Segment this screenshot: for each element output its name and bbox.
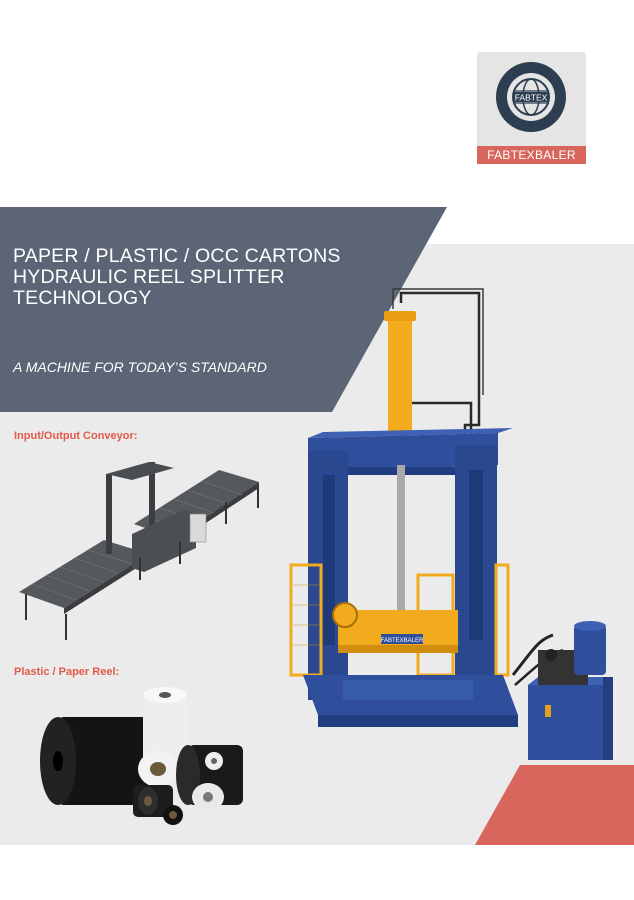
conveyor-image [19, 462, 259, 640]
title-line-1: PAPER / PLASTIC / OCC CARTONS [13, 245, 341, 267]
brand-logo: FABTEX FABTEXBALER [477, 52, 586, 164]
reels-image [40, 687, 243, 825]
hero-banner [0, 207, 447, 412]
machine-plate-text: FABTEXBALER [381, 638, 424, 644]
hero-tagline: A MACHINE FOR TODAY’S STANDARD [13, 359, 267, 375]
hero-banner-shape [0, 207, 447, 412]
logo-text: FABTEX [515, 93, 548, 103]
corner-accent [475, 765, 634, 845]
hero-title: PAPER / PLASTIC / OCC CARTONS HYDRAULIC … [13, 246, 413, 309]
reel-label: Plastic / Paper Reel: [14, 666, 120, 678]
logo-caption: FABTEXBALER [477, 146, 586, 164]
conveyor-label: Input/Output Conveyor: [14, 430, 138, 442]
title-line-3: TECHNOLOGY [13, 287, 152, 309]
title-line-2: HYDRAULIC REEL SPLITTER [13, 266, 285, 288]
logo-emblem-icon: FABTEX [496, 62, 566, 132]
reel-splitter-machine-image: FABTEXBALER [289, 288, 613, 760]
